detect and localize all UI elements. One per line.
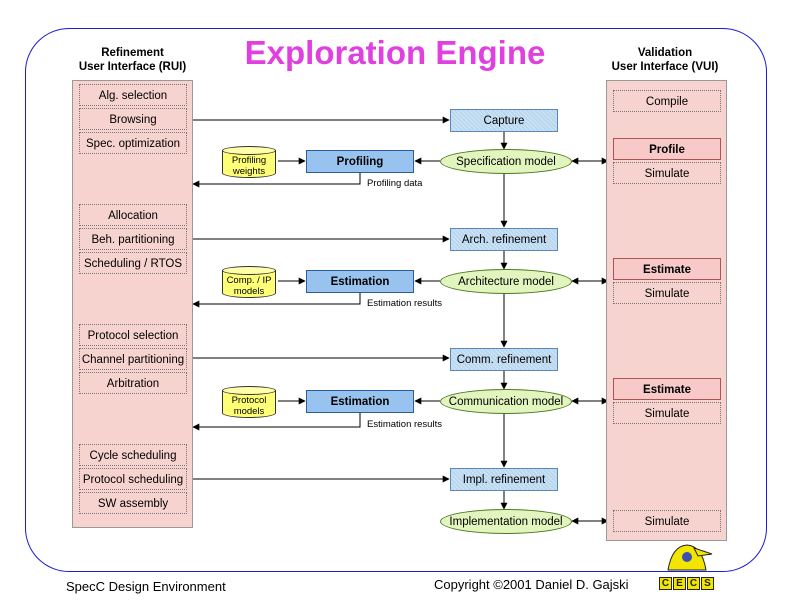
model-specification[interactable]: Specification model bbox=[440, 149, 572, 174]
logo-letter: C bbox=[687, 577, 700, 590]
database-protocol-models: Protocol models bbox=[222, 386, 276, 420]
rui-item-browsing[interactable]: Browsing bbox=[79, 108, 187, 130]
rui-heading-line1: Refinement bbox=[101, 47, 164, 59]
tool-estimation-arch[interactable]: Estimation bbox=[306, 270, 414, 293]
rui-heading-line2: User Interface (RUI) bbox=[78, 61, 187, 73]
vui-panel: Compile Profile Simulate Estimate Simula… bbox=[606, 80, 727, 541]
rui-item-alg-selection[interactable]: Alg. selection bbox=[79, 84, 187, 106]
tool-estimation-comm[interactable]: Estimation bbox=[306, 390, 414, 413]
rui-item-spec-optimization[interactable]: Spec. optimization bbox=[79, 132, 187, 154]
vui-estimate-comm[interactable]: Estimate bbox=[613, 378, 721, 400]
vui-simulate-impl[interactable]: Simulate bbox=[613, 510, 721, 532]
database-ip-models: Comp. / IP models bbox=[222, 266, 276, 300]
note-estimation-results-comm: Estimation results bbox=[367, 419, 442, 430]
footer-copyright: Copyright ©2001 Daniel D. Gajski bbox=[434, 577, 629, 592]
vui-heading-line1: Validation bbox=[637, 47, 693, 59]
vui-estimate-arch[interactable]: Estimate bbox=[613, 258, 721, 280]
model-architecture[interactable]: Architecture model bbox=[440, 269, 572, 294]
database-label: models bbox=[233, 286, 265, 297]
database-label: weights bbox=[232, 166, 266, 177]
database-profiling-weights: Profiling weights bbox=[222, 146, 276, 180]
rui-panel: Alg. selection Browsing Spec. optimizati… bbox=[72, 80, 193, 528]
rui-heading: Refinement User Interface (RUI) bbox=[70, 46, 195, 74]
logo-letter: S bbox=[701, 577, 714, 590]
vui-simulate-spec[interactable]: Simulate bbox=[613, 162, 721, 184]
rui-item-scheduling-rtos[interactable]: Scheduling / RTOS bbox=[79, 252, 187, 274]
tool-profiling[interactable]: Profiling bbox=[306, 150, 414, 173]
rui-item-protocol-selection[interactable]: Protocol selection bbox=[79, 324, 187, 346]
step-capture[interactable]: Capture bbox=[450, 109, 558, 132]
database-label: models bbox=[233, 406, 265, 417]
step-comm-refinement[interactable]: Comm. refinement bbox=[450, 348, 558, 371]
database-label: Protocol bbox=[231, 395, 267, 406]
rui-item-allocation[interactable]: Allocation bbox=[79, 204, 187, 226]
rui-item-cycle-scheduling[interactable]: Cycle scheduling bbox=[79, 444, 187, 466]
environment-frame bbox=[25, 28, 767, 572]
database-label: Comp. / IP bbox=[226, 275, 272, 286]
rui-item-protocol-scheduling[interactable]: Protocol scheduling bbox=[79, 468, 187, 490]
rui-item-arbitration[interactable]: Arbitration bbox=[79, 372, 187, 394]
vui-simulate-arch[interactable]: Simulate bbox=[613, 282, 721, 304]
model-communication[interactable]: Communication model bbox=[440, 389, 572, 414]
logo-letter: C bbox=[659, 577, 672, 590]
arrow-estimation-results-2 bbox=[192, 413, 361, 431]
vui-heading: Validation User Interface (VUI) bbox=[600, 46, 730, 74]
note-profiling-data: Profiling data bbox=[367, 178, 423, 189]
step-arch-refinement[interactable]: Arch. refinement bbox=[450, 228, 558, 251]
vui-simulate-comm[interactable]: Simulate bbox=[613, 402, 721, 424]
arrow-profiling-data bbox=[192, 173, 361, 188]
rui-item-channel-partitioning[interactable]: Channel partitioning bbox=[79, 348, 187, 370]
vui-compile[interactable]: Compile bbox=[613, 90, 721, 112]
logo-emblem bbox=[667, 544, 713, 571]
page-title: Exploration Engine bbox=[244, 34, 546, 71]
footer-left: SpecC Design Environment bbox=[66, 579, 226, 594]
database-label: Profiling bbox=[231, 155, 267, 166]
vui-profile[interactable]: Profile bbox=[613, 138, 721, 160]
arrow-estimation-results-1 bbox=[192, 293, 361, 308]
rui-item-sw-assembly[interactable]: SW assembly bbox=[79, 492, 187, 514]
vui-heading-line2: User Interface (VUI) bbox=[611, 61, 719, 73]
model-implementation[interactable]: Implementation model bbox=[440, 509, 572, 534]
cecs-logo: C E C S bbox=[658, 540, 716, 594]
rui-item-beh-partitioning[interactable]: Beh. partitioning bbox=[79, 228, 187, 250]
step-impl-refinement[interactable]: Impl. refinement bbox=[450, 468, 558, 491]
note-estimation-results-arch: Estimation results bbox=[367, 298, 442, 309]
logo-letter: E bbox=[673, 577, 686, 590]
